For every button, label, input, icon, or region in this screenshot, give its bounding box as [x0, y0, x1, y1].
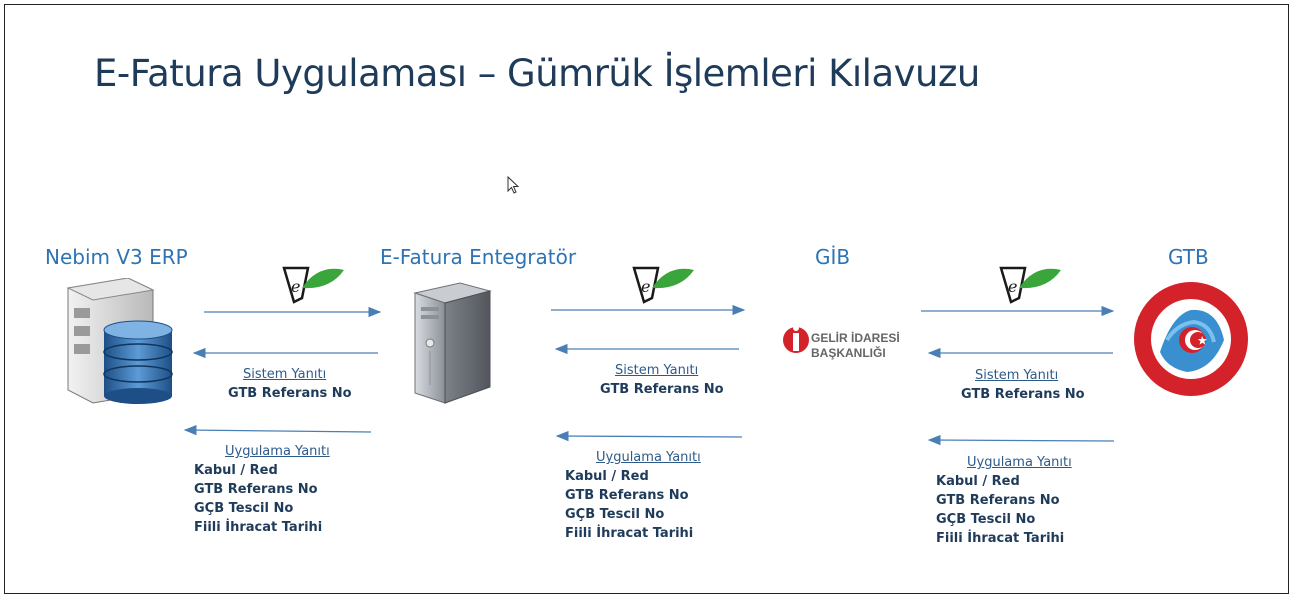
arrow-gtb-to-gib-app	[927, 434, 1115, 446]
app-response-item: GÇB Tescil No	[194, 501, 294, 516]
efatura-icon-3: e	[999, 266, 1061, 304]
slide-frame	[4, 4, 1289, 594]
efatura-icon-1: e	[282, 266, 344, 304]
erp-server-icon	[66, 278, 173, 404]
app-response-list-1: Kabul / Red GTB Referans No GÇB Tescil N…	[194, 461, 322, 537]
system-response-heading-2: Sistem Yanıtı	[615, 363, 699, 378]
app-response-item: GÇB Tescil No	[565, 507, 665, 522]
node-label-erp: Nebim V3 ERP	[45, 245, 188, 269]
app-response-item: Kabul / Red	[936, 474, 1020, 489]
app-response-item: Kabul / Red	[194, 463, 278, 478]
svg-text:e: e	[1008, 277, 1017, 296]
system-response-ref-3: GTB Referans No	[961, 387, 1085, 402]
app-response-item: Fiili İhracat Tarihi	[565, 526, 694, 541]
gib-logo-line2: BAŞKANLIĞI	[811, 346, 886, 360]
app-response-item: Fiili İhracat Tarihi	[936, 531, 1065, 546]
app-response-item: GTB Referans No	[565, 488, 689, 503]
integrator-server-icon	[413, 282, 492, 404]
app-response-item: Fiili İhracat Tarihi	[194, 520, 323, 535]
system-response-ref-1: GTB Referans No	[228, 386, 352, 401]
gtb-seal-icon	[1134, 282, 1248, 396]
app-response-item: Kabul / Red	[565, 469, 649, 484]
node-label-gib: GİB	[815, 245, 851, 269]
svg-text:e: e	[641, 277, 650, 296]
page-title: E-Fatura Uygulaması – Gümrük İşlemleri K…	[94, 52, 980, 95]
node-label-gtb: GTB	[1168, 245, 1209, 269]
app-response-list-2: Kabul / Red GTB Referans No GÇB Tescil N…	[565, 467, 693, 543]
app-response-heading-3: Uygulama Yanıtı	[967, 455, 1072, 470]
node-label-integrator: E-Fatura Entegratör	[380, 245, 577, 269]
arrow-gib-to-integrator-app	[555, 430, 743, 442]
app-response-heading-1: Uygulama Yanıtı	[225, 444, 330, 459]
arrow-integrator-to-erp-app	[183, 424, 372, 436]
system-response-ref-2: GTB Referans No	[600, 382, 724, 397]
gib-logo-icon	[783, 325, 809, 353]
gib-logo-line1: GELİR İDARESİ	[811, 331, 900, 345]
app-response-item: GTB Referans No	[936, 493, 1060, 508]
app-response-heading-2: Uygulama Yanıtı	[596, 450, 701, 465]
system-response-heading-1: Sistem Yanıtı	[243, 367, 327, 382]
system-response-heading-3: Sistem Yanıtı	[975, 368, 1059, 383]
mouse-cursor-icon	[507, 176, 520, 194]
efatura-icon-2: e	[632, 266, 694, 304]
app-response-list-3: Kabul / Red GTB Referans No GÇB Tescil N…	[936, 472, 1064, 548]
app-response-item: GTB Referans No	[194, 482, 318, 497]
app-response-item: GÇB Tescil No	[936, 512, 1036, 527]
svg-text:e: e	[291, 277, 300, 296]
